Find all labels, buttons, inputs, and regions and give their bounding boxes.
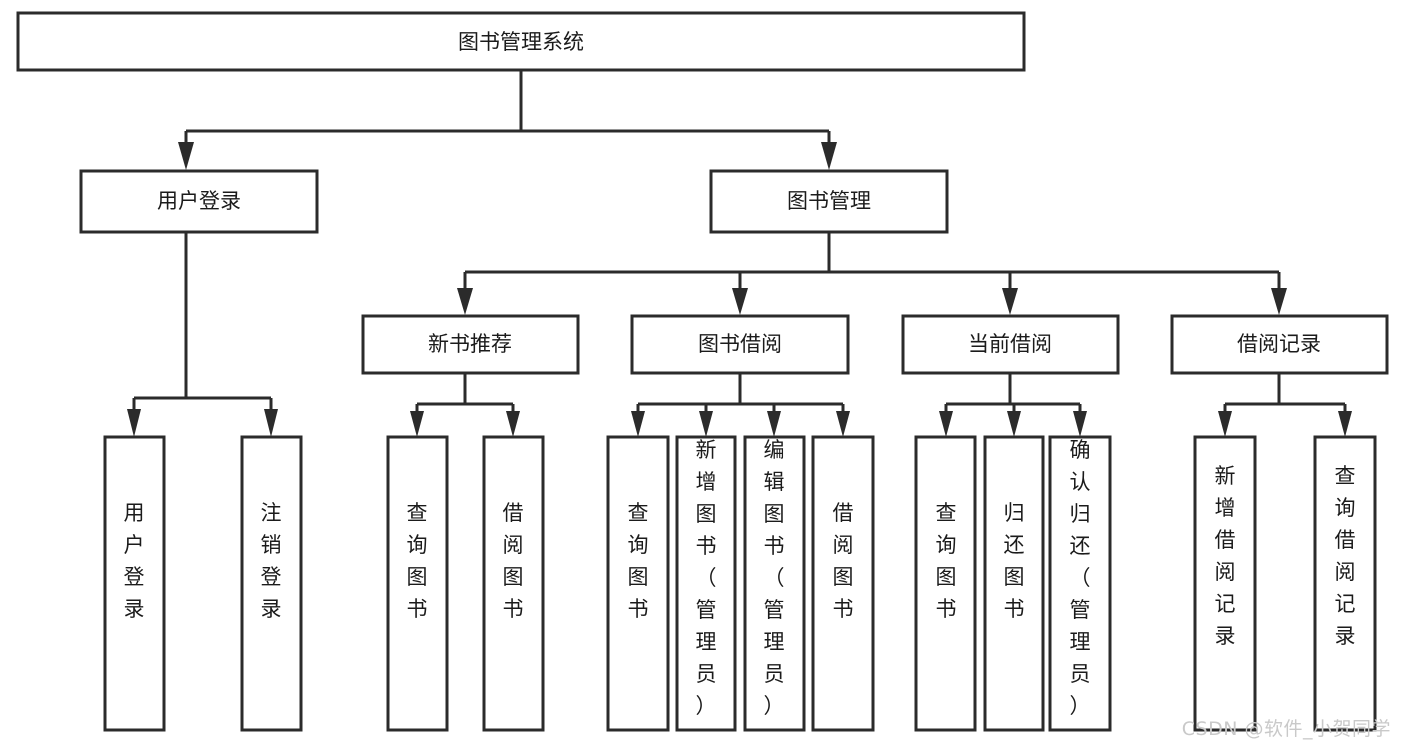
node-leaf-query-record[interactable]: 查询借阅记录 [1313, 435, 1377, 732]
node-leaf-edit-book[interactable]: 编辑图书（管理员） [743, 435, 806, 732]
arrowhead-leaf-user-login [127, 409, 141, 437]
node-book-management-label: 图书管理 [787, 189, 871, 213]
arrowhead-book-borrow [732, 288, 748, 315]
arrowhead-leaf-query-book-3 [939, 411, 953, 437]
node-book-management-box[interactable] [709, 169, 949, 234]
node-leaf-user-login-box[interactable] [103, 435, 166, 732]
node-borrow-records-box[interactable] [1170, 314, 1389, 375]
node-user-login-box[interactable] [79, 169, 319, 234]
node-leaf-add-record-label: 新增借阅记录 [1215, 464, 1236, 648]
connector-group-book-borrow [631, 373, 850, 437]
node-leaf-logout[interactable]: 注销登录 [240, 435, 303, 732]
node-leaf-confirm-return-label: 确认归还（管理员） [1070, 438, 1091, 718]
arrowhead-leaf-query-book-1 [410, 411, 424, 437]
node-leaf-edit-book-label: 编辑图书（管理员） [764, 438, 785, 718]
node-current-borrow-box[interactable] [901, 314, 1120, 375]
node-leaf-add-book-label: 新增图书（管理员） [696, 438, 717, 718]
csdn-watermark: CSDN @软件_小贺同学 [1181, 718, 1391, 740]
node-leaf-query-book-2-box[interactable] [606, 435, 670, 732]
node-leaf-add-record-box[interactable] [1193, 435, 1257, 732]
arrowhead-borrow-records [1271, 288, 1287, 315]
node-leaf-confirm-return[interactable]: 确认归还（管理员） [1048, 435, 1112, 732]
node-leaf-query-book-3[interactable]: 查询图书 [914, 435, 977, 732]
node-leaf-query-book-1[interactable]: 查询图书 [386, 435, 449, 732]
node-leaf-borrow-book-1[interactable]: 借阅图书 [482, 435, 545, 732]
node-borrow-records-label: 借阅记录 [1237, 332, 1321, 356]
node-leaf-user-login[interactable]: 用户登录 [103, 435, 166, 732]
node-leaf-query-book-2[interactable]: 查询图书 [606, 435, 670, 732]
node-leaf-query-book-3-label: 查询图书 [936, 501, 957, 621]
connector-group-borrow-records [1218, 373, 1352, 437]
node-book-borrow-label: 图书借阅 [698, 332, 782, 356]
arrowhead-leaf-edit-book [767, 411, 781, 437]
arrowhead-leaf-query-record [1338, 411, 1352, 437]
node-new-book-recommend-label: 新书推荐 [428, 332, 512, 356]
node-leaf-borrow-book-1-box[interactable] [482, 435, 545, 732]
arrowhead-leaf-confirm-return [1073, 411, 1087, 437]
connector-group-new-book-recommend [410, 373, 520, 437]
node-user-login[interactable]: 用户登录 [79, 169, 319, 234]
arrowhead-leaf-return-book [1007, 411, 1021, 437]
node-leaf-add-book-box[interactable] [675, 435, 737, 732]
connector-group-root [178, 70, 837, 170]
node-leaf-borrow-book-1-label: 借阅图书 [503, 501, 524, 621]
node-root-label: 图书管理系统 [458, 30, 584, 54]
node-leaf-query-book-3-box[interactable] [914, 435, 977, 732]
node-leaf-borrow-book-2-box[interactable] [811, 435, 875, 732]
node-leaf-return-book-box[interactable] [983, 435, 1045, 732]
node-book-borrow[interactable]: 图书借阅 [630, 314, 850, 375]
connector-group-current-borrow [939, 373, 1087, 437]
node-leaf-user-login-label: 用户登录 [124, 501, 145, 621]
arrowhead-leaf-logout [264, 409, 278, 437]
node-leaf-query-record-box[interactable] [1313, 435, 1377, 732]
node-leaf-query-book-2-label: 查询图书 [628, 501, 649, 621]
node-leaf-add-record[interactable]: 新增借阅记录 [1193, 435, 1257, 732]
node-new-book-recommend[interactable]: 新书推荐 [361, 314, 580, 375]
node-leaf-borrow-book-2-label: 借阅图书 [833, 501, 854, 621]
node-leaf-edit-book-box[interactable] [743, 435, 806, 732]
connector-group-user-login [127, 232, 278, 437]
arrowhead-leaf-query-book-2 [631, 411, 645, 437]
node-current-borrow-label: 当前借阅 [968, 332, 1052, 356]
node-book-borrow-box[interactable] [630, 314, 850, 375]
node-user-login-label: 用户登录 [157, 189, 241, 213]
node-leaf-borrow-book-2[interactable]: 借阅图书 [811, 435, 875, 732]
node-root[interactable]: 图书管理系统 [16, 11, 1026, 72]
arrowhead-leaf-add-book [699, 411, 713, 437]
node-current-borrow[interactable]: 当前借阅 [901, 314, 1120, 375]
node-leaf-query-book-1-label: 查询图书 [407, 501, 428, 621]
arrowhead-book-management [821, 142, 837, 170]
arrowhead-current-borrow [1002, 288, 1018, 315]
node-leaf-confirm-return-box[interactable] [1048, 435, 1112, 732]
node-leaf-query-record-label: 查询借阅记录 [1335, 464, 1356, 648]
node-new-book-recommend-box[interactable] [361, 314, 580, 375]
node-leaf-return-book-label: 归还图书 [1004, 501, 1025, 621]
arrowhead-leaf-add-record [1218, 411, 1232, 437]
arrowhead-new-book-recommend [457, 288, 473, 315]
node-leaf-add-book[interactable]: 新增图书（管理员） [675, 435, 737, 732]
node-borrow-records[interactable]: 借阅记录 [1170, 314, 1389, 375]
node-leaf-logout-label: 注销登录 [261, 501, 282, 621]
node-leaf-query-book-1-box[interactable] [386, 435, 449, 732]
arrowhead-leaf-borrow-book-2 [836, 411, 850, 437]
arrowhead-user-login [178, 142, 194, 170]
node-book-management[interactable]: 图书管理 [709, 169, 949, 234]
node-leaf-return-book[interactable]: 归还图书 [983, 435, 1045, 732]
node-leaf-logout-box[interactable] [240, 435, 303, 732]
node-root-box[interactable] [16, 11, 1026, 72]
connector-group-book-management [457, 232, 1287, 315]
arrowhead-leaf-borrow-book-1 [506, 411, 520, 437]
